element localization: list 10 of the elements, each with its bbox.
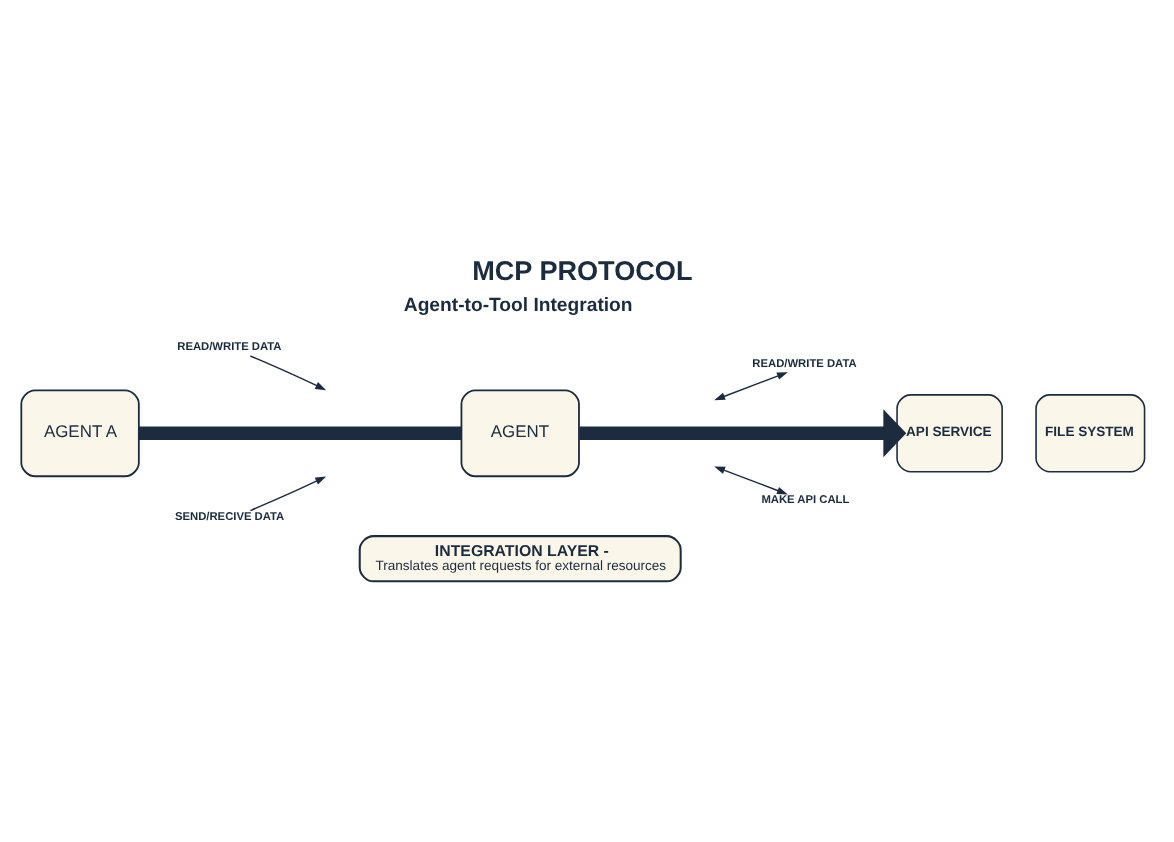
diagram-title: MCP PROTOCOL (472, 254, 693, 285)
label: Agent-to-Tool Integration (403, 294, 633, 317)
connector (138, 425, 462, 440)
node-box: AGENT (460, 388, 580, 477)
arrow (714, 465, 788, 494)
node-box: AGENT A (20, 388, 140, 477)
arrow (579, 408, 907, 457)
arrow (249, 354, 327, 390)
arrow (249, 475, 327, 511)
arrow (714, 371, 788, 400)
